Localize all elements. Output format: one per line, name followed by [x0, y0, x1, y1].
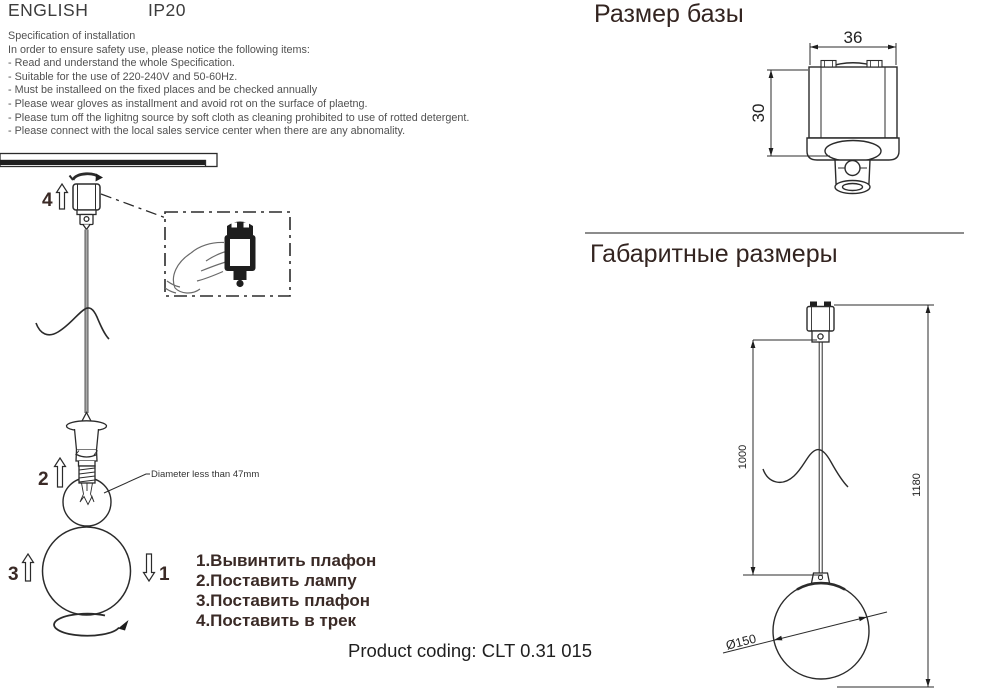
- installation-diagram: 4 2 3 1 Diameter less than 47mm: [0, 152, 291, 637]
- track-rail-drawing: [0, 152, 218, 168]
- step1-down-arrow-icon: [142, 553, 156, 583]
- base-width-value: 36: [844, 28, 863, 47]
- spec-item: - Suitable for the use of 220-240V and 5…: [8, 70, 238, 83]
- bulb-diameter-note: Diameter less than 47mm: [151, 469, 259, 480]
- bulb-drawing: [62, 465, 112, 527]
- spec-item: - Please connect with the local sales se…: [8, 125, 406, 138]
- step4-number: 4: [42, 190, 53, 211]
- pendant-sphere-drawing: [772, 581, 870, 680]
- spec-item: - Please tum off the lighitng source by …: [8, 111, 470, 124]
- step2-number: 2: [38, 469, 49, 490]
- spec-item: - Must be installeed on the fixed places…: [8, 84, 318, 97]
- sphere-rotate-arrow-icon: [53, 612, 129, 637]
- sphere-plafond-drawing: [41, 526, 132, 616]
- track-adapter-drawing: [72, 183, 101, 231]
- sphere-diameter-value: Ø150: [724, 632, 757, 653]
- overall-size-title: Габаритные размеры: [590, 240, 838, 268]
- cord-length-value: 1000: [737, 445, 749, 469]
- language-label: ENGLISH: [8, 0, 89, 20]
- sphere-diameter-dimension: [722, 611, 888, 654]
- russian-step: 2.Поставить лампу: [196, 571, 357, 590]
- rotate-arrow-icon: [68, 172, 103, 182]
- product-coding-value: CLT 0.31 015: [481, 640, 593, 661]
- total-height-dimension: [834, 304, 934, 688]
- spec-items: - Read and understand the whole Specific…: [8, 57, 469, 139]
- base-body-drawing: [806, 59, 900, 195]
- pendant-cord-drawing: [818, 342, 823, 573]
- cord-squiggle: [35, 307, 110, 340]
- pendant-adapter-drawing: [806, 301, 835, 343]
- section-divider: [585, 232, 964, 234]
- lamp-socket-drawing: [65, 411, 108, 467]
- inset-leader-line: [100, 193, 167, 219]
- step3-number: 3: [8, 564, 19, 585]
- step1-number: 1: [159, 564, 170, 585]
- spec-intro: In order to ensure safety use, please no…: [8, 43, 310, 56]
- step3-up-arrow-icon: [21, 552, 35, 582]
- bulb-note-leader: [103, 473, 150, 494]
- ip-rating-label: IP20: [148, 0, 186, 20]
- product-coding: Product coding: CLT 0.31 015: [348, 640, 592, 662]
- pendant-cord-squiggle: [762, 448, 849, 488]
- step4-up-arrow-icon: [55, 182, 69, 210]
- base-height-dimension: [767, 69, 830, 157]
- base-dimension-drawing: 36 30: [749, 28, 900, 195]
- base-width-dimension: [809, 43, 897, 65]
- spec-item: - Please wear gloves as installment and …: [8, 97, 368, 110]
- step2-up-arrow-icon: [53, 456, 67, 488]
- russian-step: 1.Вывинтить плафон: [196, 551, 377, 570]
- overall-dimension-drawing: 1000 1180 Ø150: [722, 301, 934, 688]
- base-size-title: Размер базы: [594, 0, 744, 28]
- total-height-value: 1180: [911, 473, 923, 497]
- spec-item: - Read and understand the whole Specific…: [8, 57, 235, 70]
- russian-step: 3.Поставить плафон: [196, 591, 371, 610]
- specification-block: Specification of installation In order t…: [8, 30, 469, 139]
- base-height-value: 30: [749, 104, 768, 123]
- russian-step: 4.Поставить в трек: [196, 611, 357, 630]
- spec-title: Specification of installation: [8, 30, 136, 42]
- inset-adapter-drawing: [224, 221, 256, 288]
- cord-drawing: [84, 229, 89, 413]
- product-coding-label: Product coding:: [348, 640, 477, 661]
- cord-length-dimension: [743, 339, 823, 576]
